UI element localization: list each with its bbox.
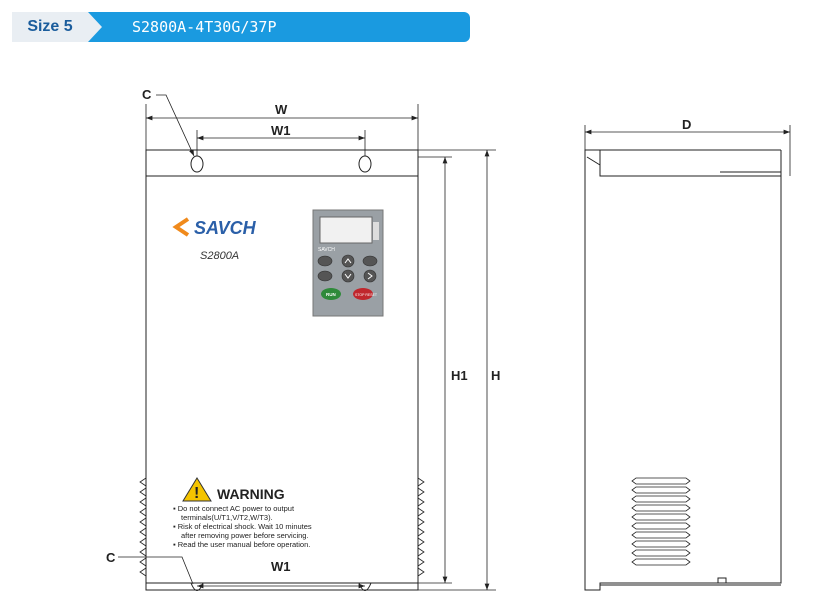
- right-arrow-icon: [367, 272, 373, 280]
- keypad-down-button: [341, 269, 355, 283]
- side-vent-slots: [631, 477, 691, 566]
- keypad-up-button: [341, 254, 355, 268]
- svg-text:after removing power before se: after removing power before servicing.: [181, 531, 309, 540]
- series-label: S2800A: [200, 250, 239, 262]
- down-arrow-icon: [344, 273, 352, 279]
- dim-c-top-leader: [156, 94, 195, 157]
- dim-h1-label: H1: [451, 368, 468, 383]
- logo-chevron-icon: [172, 217, 190, 237]
- dim-c-top-label: C: [142, 87, 152, 102]
- dim-c-bottom-leader: [118, 556, 194, 585]
- svg-text:STOP RESET: STOP RESET: [355, 293, 378, 297]
- keypad-display: [319, 216, 373, 244]
- keypad-shift-button: [363, 269, 377, 283]
- dim-w1-bottom-label: W1: [271, 559, 291, 574]
- svg-text:▪ Do not connect AC power to o: ▪ Do not connect AC power to output: [173, 504, 295, 513]
- warning-triangle-icon: [182, 477, 212, 502]
- size-label: Size 5: [27, 18, 73, 35]
- dim-c-bottom-label: C: [106, 550, 116, 565]
- dimension-lines: [118, 94, 496, 591]
- keypad-stop-button: [353, 288, 373, 300]
- side-view: [584, 125, 791, 591]
- svg-text:▪ Risk of electrical shock. Wa: ▪ Risk of electrical shock. Wait 10 minu…: [173, 522, 312, 531]
- keypad-enter-button: [362, 255, 378, 267]
- model-banner: Size 5 S2800A-4T30G/37P: [12, 12, 470, 42]
- svg-text:SAVCH: SAVCH: [318, 247, 335, 253]
- dim-h-label: H: [491, 368, 500, 383]
- svg-text:!: !: [194, 485, 199, 502]
- dim-w1-top-label: W1: [271, 123, 291, 138]
- keypad-prg-button: [317, 255, 333, 267]
- model-name: S2800A-4T30G/37P: [132, 18, 277, 36]
- keypad-run-button: [321, 288, 341, 300]
- warning-title: WARNING: [217, 486, 285, 502]
- svg-text:RUN: RUN: [326, 292, 336, 297]
- dim-d-label: D: [682, 117, 691, 132]
- keypad-panel: SAVCH RUN STOP RESET: [312, 209, 384, 317]
- brand-logo: SAVCH S2800A: [172, 217, 257, 262]
- size-tag: Size 5: [12, 12, 102, 42]
- svg-text:terminals(U/T1,V/T2,W/T3).: terminals(U/T1,V/T2,W/T3).: [181, 513, 273, 522]
- logo-text: SAVCH: [194, 218, 257, 238]
- up-arrow-icon: [344, 258, 352, 264]
- keypad-quick-button: [317, 270, 333, 282]
- dim-w-label: W: [275, 102, 288, 117]
- warning-label: ! WARNING ▪ Do not connect AC power to o…: [173, 477, 312, 549]
- svg-text:▪ Read the user manual before: ▪ Read the user manual before operation.: [173, 540, 310, 549]
